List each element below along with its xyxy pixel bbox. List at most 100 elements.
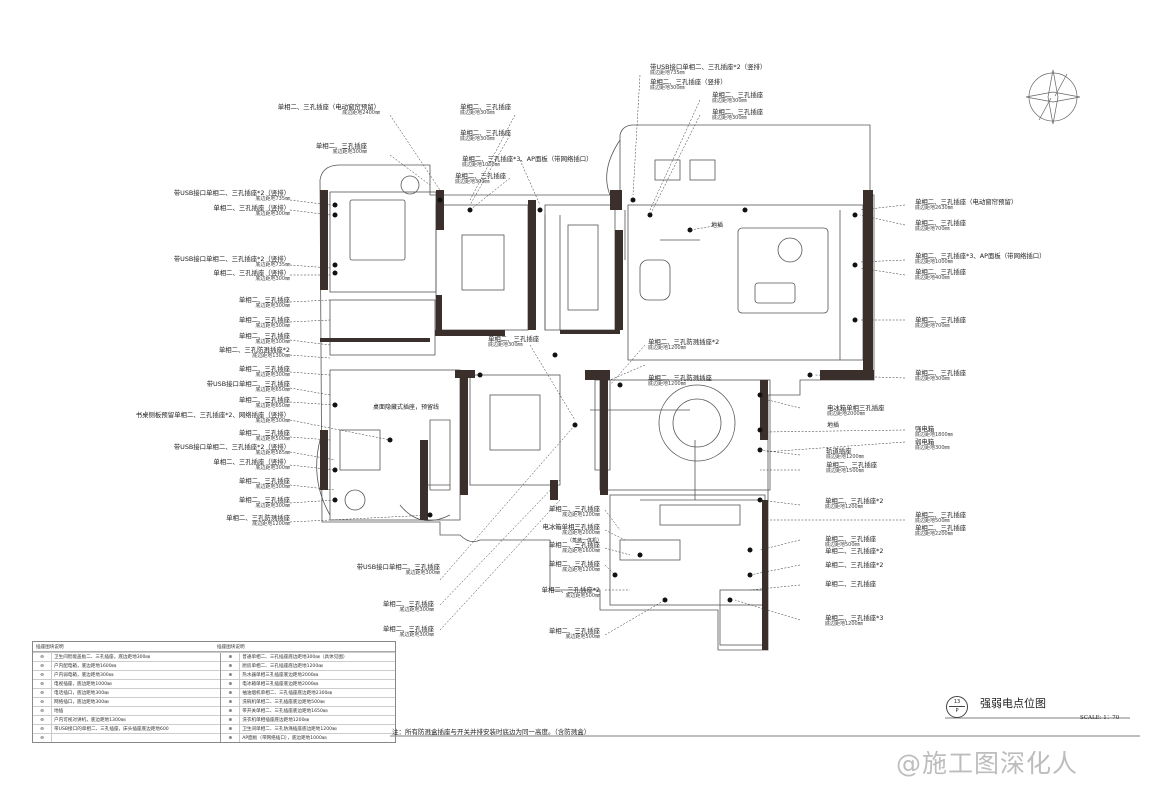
label-bottom-0: 单相二、三孔插座底边距地1200㎜ bbox=[548, 505, 600, 519]
watermark: @施工图深化人 bbox=[896, 749, 1079, 778]
label-top-center-1: 单相二、三孔插座底边距地300㎜ bbox=[460, 129, 512, 143]
label-right-5: 单相二、三孔插座底边距地300㎜ bbox=[915, 369, 967, 383]
legend-row: ⊖带USB接口的单相二、三孔插座，床头插座底边距地600⊕卫生间单相二、三孔防溅… bbox=[33, 724, 395, 734]
drawing-title: 强弱电点位图 bbox=[980, 697, 1046, 710]
label-top-right-2: 单相二、三孔插座底边距地300㎜ bbox=[712, 91, 764, 105]
label-left-5: 单相二、三孔插座（竖排）底边距地300㎜ bbox=[213, 269, 290, 283]
floor-socket-callout: 地插 bbox=[711, 222, 724, 229]
legend-symbol-icon: ⊖ bbox=[33, 679, 52, 689]
label-bottom-1: 电冰箱单相三孔插座底边距地2000㎜ bbox=[542, 523, 600, 537]
sheet-number: 13 P bbox=[946, 696, 968, 718]
legend-row: ⊖地插⊕带开关单相二、三孔插座底边距地1650㎜ bbox=[33, 706, 395, 716]
legend-symbol-icon: ⊖ bbox=[33, 652, 52, 662]
legend-text: 电视插座，底边距地1000㎜ bbox=[51, 679, 221, 689]
label-left-16: 单相二、三孔插座（竖排）底边距地300㎜ bbox=[213, 458, 290, 472]
legend-text: 洗衣机单相插座底边距地1200㎜ bbox=[239, 715, 395, 725]
label-left-18: 单相二、三孔插座底边距地300㎜ bbox=[238, 496, 290, 510]
legend-text: 电话插口，底边距地300㎜ bbox=[51, 688, 221, 698]
label-right-3: 单相二、三孔插座底边距地400㎜ bbox=[915, 268, 967, 282]
label-top-right-1: 单相二、三孔插座（竖排）底边距地300㎜ bbox=[650, 78, 727, 92]
legend-text: 户内可视对讲机，底边距地1300㎜ bbox=[51, 715, 221, 725]
legend-text: 洗碗机单相二、三孔插座底边距地500㎜ bbox=[239, 697, 395, 707]
legend-text: AP面板（带网络插口），底边距地1000㎜ bbox=[239, 733, 395, 742]
label-top-center-3: 单相二、三孔插座底边距地300㎜ bbox=[455, 172, 507, 186]
label-right-7: 强电箱底边距地1800㎜ bbox=[915, 425, 953, 439]
label-right-4: 单相二、三孔插座底边距地700㎜ bbox=[915, 316, 967, 330]
label-center-2: 单相二、三孔防溅插座底边距地1200㎜ bbox=[648, 374, 712, 388]
label-left-15: 带USB接口单相二、三孔插座*2（竖排）底边距地585㎜ bbox=[173, 443, 290, 457]
label-bottom-7: 单相二、三孔插座底边距地300㎜ bbox=[382, 600, 434, 614]
label-top-center-0: 单相二、三孔插座底边距地300㎜ bbox=[460, 103, 512, 117]
legend-row: ⊖户内可视对讲机，底边距地1300㎜⊕洗衣机单相插座底边距地1200㎜ bbox=[33, 715, 395, 725]
label-right-15: 单相二、三孔插座 bbox=[825, 580, 877, 588]
label-right-2: 单相二、三孔插座*3、AP面板（带网络插口）底边距地1000㎜ bbox=[915, 252, 1046, 266]
legend-symbol-icon: ⊖ bbox=[33, 733, 52, 742]
legend-symbol-icon: ⊕ bbox=[220, 688, 241, 698]
label-left-6: 单相二、三孔插座底边距地300㎜ bbox=[238, 296, 290, 310]
label-left-3: 单相二、三孔插座（竖排）底边距地300㎜ bbox=[213, 204, 290, 218]
label-bottom-8: 单相二、三孔插座底边距地300㎜ bbox=[382, 625, 434, 639]
label-right-6: 电冰箱单相三孔插座底边距地2000㎜ bbox=[827, 404, 885, 418]
legend-text: 网络插口，底边距地300㎜ bbox=[51, 697, 221, 707]
label-top-right-3: 单相二、三孔插座底边距地300㎜ bbox=[712, 108, 764, 122]
legend-symbol-icon: ⊖ bbox=[33, 724, 52, 734]
label-left-4: 带USB接口单相二、三孔插座*2（竖排）底边距地735㎜ bbox=[173, 255, 290, 269]
legend-row: ⊖户内弱电箱，底边距地300㎜⊕热水器单相三孔插座底边距地2000㎜ bbox=[33, 670, 395, 680]
legend-header-right: 插座图块说明 bbox=[217, 645, 245, 650]
floor-socket-callout-2: 地插 bbox=[827, 422, 840, 429]
legend-text bbox=[51, 733, 221, 742]
legend-text: 抽油烟机单相二、三孔插座底边距地2300㎜ bbox=[239, 688, 395, 698]
desk-socket-callout: 桌面隐藏式插座，预留线 bbox=[373, 404, 440, 411]
legend-symbol-icon: ⊖ bbox=[33, 670, 52, 680]
label-left-2: 带USB接口单相二、三孔插座*2（竖排）底边距地735㎜ bbox=[173, 189, 290, 203]
drawing-scale: SCALE: 1：70 bbox=[1080, 715, 1120, 721]
legend-text: 卫生间智能盖板二、三孔插座，底边距地300㎜ bbox=[51, 652, 221, 662]
legend-symbol-icon: ⊕ bbox=[220, 661, 241, 671]
legend-symbol-icon: ⊖ bbox=[33, 661, 52, 671]
legend-symbol-icon: ⊕ bbox=[220, 652, 241, 662]
appliance-note: （蒸烤一体机） bbox=[567, 538, 603, 544]
legend-text: 户内弱电箱，底边距地300㎜ bbox=[51, 670, 221, 680]
label-right-12: 单相二、三孔插座底边距地500㎜ bbox=[825, 535, 877, 549]
legend-row: ⊖电视插座，底边距地1000㎜⊕电冰箱单相三孔插座底边距地2000㎜ bbox=[33, 679, 395, 689]
socket-legend-table: 插座图块说明 插座图块说明 ⊖卫生间智能盖板二、三孔插座，底边距地300㎜⊕普通… bbox=[32, 641, 396, 743]
north-arrow-icon bbox=[1025, 69, 1081, 125]
label-right-8: 弱电箱底边距地300㎜ bbox=[915, 438, 950, 452]
label-center-right-1: 单相二、三孔插座底边距地1500㎜ bbox=[826, 461, 878, 475]
legend-symbol-icon: ⊕ bbox=[220, 670, 241, 680]
label-left-7: 单相二、三孔插座底边距地300㎜ bbox=[238, 316, 290, 330]
legend-symbol-icon: ⊕ bbox=[220, 724, 241, 734]
label-center-right-0: 轨道插座底边距地1200㎜ bbox=[826, 447, 864, 461]
legend-row: ⊖电话插口，底边距地300㎜⊕抽油烟机单相二、三孔插座底边距地2300㎜ bbox=[33, 688, 395, 698]
label-left-11: 带USB接口单相二、三孔插座底边距地650㎜ bbox=[206, 380, 290, 394]
legend-symbol-icon: ⊖ bbox=[33, 706, 52, 716]
legend-symbol-icon: ⊕ bbox=[220, 697, 241, 707]
legend-row: ⊖卫生间智能盖板二、三孔插座，底边距地300㎜⊕普通单相二、三孔插座底边距地30… bbox=[33, 652, 395, 662]
legend-symbol-icon: ⊖ bbox=[33, 697, 52, 707]
legend-row: ⊖网络插口，底边距地300㎜⊕洗碗机单相二、三孔插座底边距地500㎜ bbox=[33, 697, 395, 707]
label-right-1: 单相二、三孔插座底边距地700㎜ bbox=[915, 219, 967, 233]
label-left-12: 单相二、三孔插座底边距地650㎜ bbox=[238, 396, 290, 410]
label-center-1: 单相二、三孔插座底边距地300㎜ bbox=[488, 335, 540, 349]
legend-text: 卫生间单相二、三孔防溅插座底边距地1200㎜ bbox=[239, 724, 395, 734]
legend-text: 带USB接口的单相二、三孔插座，床头插座底边距地600 bbox=[51, 724, 221, 734]
label-right-11: 单相二、三孔插座底边距地2200㎜ bbox=[915, 524, 967, 538]
label-left-8: 单相二、三孔插座底边距地300㎜ bbox=[238, 332, 290, 346]
legend-text: 普通单相二、三孔插座底边距地300㎜（具体见图） bbox=[239, 652, 395, 662]
legend-symbol-icon: ⊕ bbox=[220, 733, 241, 742]
legend-text: 电冰箱单相三孔插座底边距地2000㎜ bbox=[239, 679, 395, 689]
label-top-right-0: 带USB接口单相二、三孔插座*2（竖排）底边距地735㎜ bbox=[650, 63, 767, 77]
label-bottom-3: 单相二、三孔插座底边距地1200㎜ bbox=[548, 560, 600, 574]
label-bottom-6: 带USB接口单相二、三孔插座底边距地300㎜ bbox=[356, 563, 440, 577]
legend-symbol-icon: ⊖ bbox=[33, 688, 52, 698]
legend-text: 厨房单相二、三孔插座底边距地1200㎜ bbox=[239, 661, 395, 671]
legend-symbol-icon: ⊖ bbox=[33, 715, 52, 725]
legend-text: 热水器单相三孔插座底边距地2000㎜ bbox=[239, 670, 395, 680]
label-left-1: 单相二、三孔插座底边距地300㎜ bbox=[315, 142, 367, 156]
label-left-14: 单相二、三孔插座底边距地500㎜ bbox=[238, 429, 290, 443]
legend-text: 带开关单相二、三孔插座底边距地1650㎜ bbox=[239, 706, 395, 716]
